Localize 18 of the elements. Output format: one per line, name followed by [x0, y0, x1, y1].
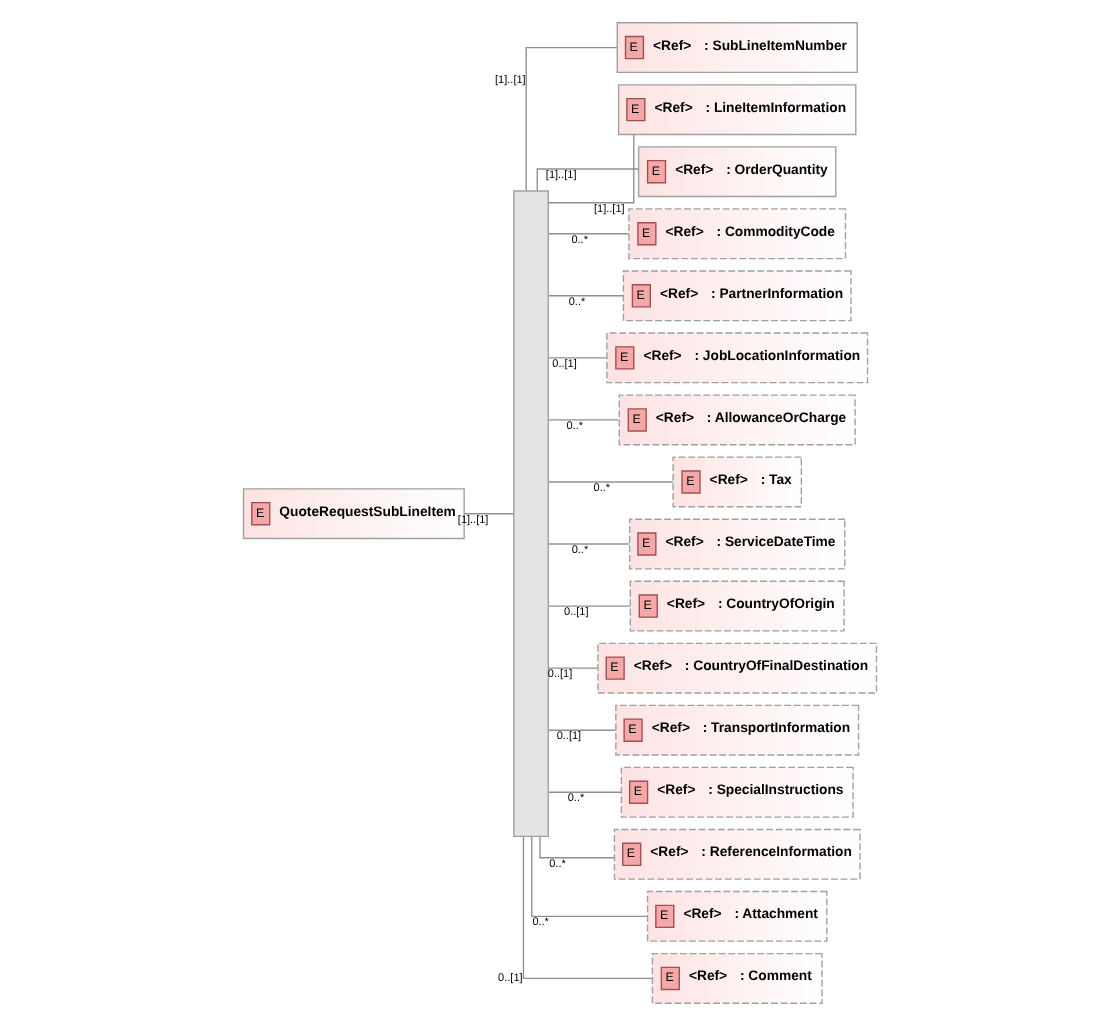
connector — [547, 419, 620, 421]
connector — [547, 605, 631, 607]
connector — [547, 295, 624, 297]
connector — [547, 481, 674, 483]
connector — [547, 667, 599, 669]
connector — [547, 233, 630, 235]
connector — [547, 729, 617, 731]
connector — [547, 357, 608, 359]
connector — [525, 46, 618, 192]
connector — [539, 836, 615, 859]
node-bar — [513, 190, 549, 838]
connector — [547, 133, 635, 204]
connector — [522, 835, 653, 980]
connector — [547, 543, 630, 545]
connector — [463, 513, 515, 515]
connector — [547, 791, 622, 793]
connector — [536, 168, 640, 192]
connector — [531, 836, 648, 918]
